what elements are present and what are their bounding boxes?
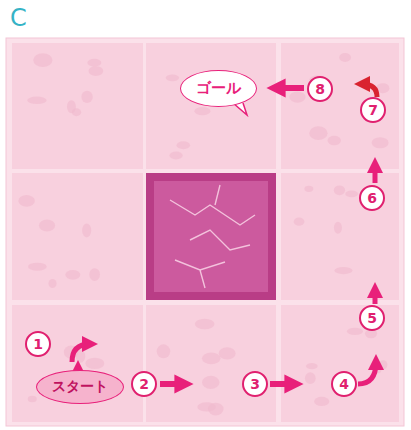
node-text: ゴール <box>196 79 241 98</box>
board-frame <box>6 38 404 426</box>
callout-number: 3 <box>242 371 268 397</box>
panel-letter: C <box>10 4 27 32</box>
callout-number: 2 <box>131 371 157 397</box>
callout-number: 1 <box>25 331 51 357</box>
node-text: スタート <box>52 378 108 396</box>
goal-bubble: ゴール <box>180 70 257 107</box>
start-ellipse: スタート <box>36 370 124 404</box>
callout-number: 6 <box>359 185 385 211</box>
floor-tiles <box>12 43 399 422</box>
route-arrows <box>72 84 377 384</box>
callout-number: 4 <box>331 371 357 397</box>
callout-number: 5 <box>359 305 385 331</box>
center-block <box>146 173 276 300</box>
callout-number: 8 <box>307 76 333 102</box>
callout-number: 7 <box>360 97 386 123</box>
